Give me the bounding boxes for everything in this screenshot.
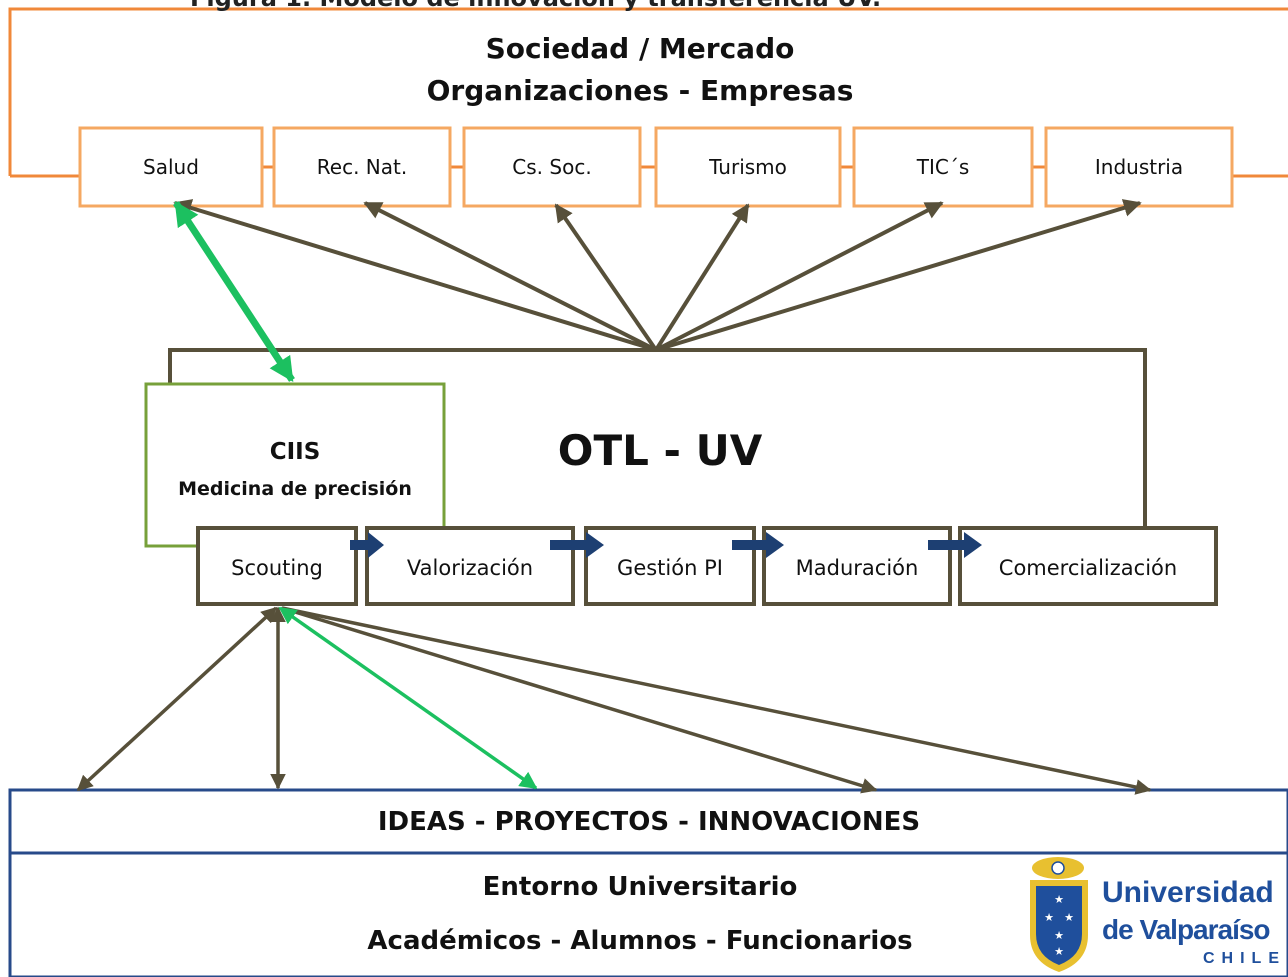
step-scouting: Scouting	[231, 556, 323, 580]
entorno-members: Académicos - Alumnos - Funcionarios	[367, 926, 913, 956]
step-gestion-pi: Gestión PI	[617, 556, 723, 580]
arrow-scouting-bottom-3	[281, 606, 878, 794]
ideas-label: IDEAS - PROYECTOS - INNOVACIONES	[377, 806, 921, 837]
step-flow-arrows	[350, 532, 982, 558]
sector-industria: Industria	[1094, 155, 1184, 179]
otl-frame	[168, 348, 1147, 526]
sector-turismo: Turismo	[709, 155, 787, 179]
step-arrow-4	[928, 532, 982, 558]
svg-text:★: ★	[1054, 893, 1064, 906]
arrow-hub-cs-soc	[554, 203, 658, 352]
arrow-hub-tics	[655, 201, 944, 352]
step-arrow-1	[350, 532, 384, 558]
step-box-valorizacion	[365, 526, 575, 606]
market-subtitle: Organizaciones - Empresas	[426, 73, 854, 107]
entorno-title: Entorno Universitario	[482, 872, 798, 902]
sector-box-rec-nat	[272, 126, 452, 208]
svg-text:★: ★	[1054, 945, 1064, 958]
arrow-salud-ciis	[173, 200, 295, 383]
sector-boxes	[78, 126, 1234, 208]
step-maduracion: Maduración	[795, 556, 919, 580]
arrow-hub-rec-nat	[363, 201, 657, 352]
sector-box-tics	[852, 126, 1034, 208]
step-comercializacion: Comercialización	[998, 556, 1178, 580]
hub-to-sector-arrows	[173, 199, 1142, 352]
step-box-gestion-pi	[584, 526, 756, 606]
svg-text:★: ★	[1054, 929, 1064, 942]
arrow-hub-salud	[173, 199, 657, 352]
svg-text:★: ★	[1064, 911, 1074, 924]
arrow-hub-turismo	[654, 203, 750, 352]
logo-text-chile: CHILE	[1203, 950, 1286, 967]
logo-shield-blue	[1036, 886, 1082, 965]
sector-cs-soc: Cs. Soc.	[512, 155, 592, 179]
sector-box-cs-soc	[462, 126, 642, 208]
ciis-box	[144, 382, 446, 548]
market-frame	[8, 7, 1288, 176]
arrow-scouting-bottom-1	[76, 606, 278, 792]
arrow-scouting-ideas-green	[278, 606, 538, 790]
svg-text:★: ★	[1044, 911, 1054, 924]
logo-text-universidad: Universidad	[1102, 876, 1274, 909]
figure-caption: Figura 1. Modelo de innovación y transfe…	[190, 0, 881, 12]
step-arrow-2	[550, 532, 604, 558]
university-logo-shield: ★ ★ ★ ★ ★	[1030, 857, 1088, 972]
sector-rec-nat: Rec. Nat.	[316, 155, 408, 179]
ciis-title: CIIS	[269, 439, 321, 465]
arrow-hub-industria	[655, 199, 1142, 352]
otl-step-boxes	[196, 526, 1218, 606]
ideas-box	[8, 788, 1288, 855]
logo-text-valparaiso: de Valparaíso	[1102, 914, 1271, 945]
step-box-comercializacion	[958, 526, 1218, 606]
sector-salud: Salud	[143, 155, 199, 179]
scouting-to-bottom-arrows	[76, 606, 1152, 795]
sector-box-salud	[78, 126, 264, 208]
step-valorizacion: Valorización	[406, 556, 534, 580]
sector-box-turismo	[654, 126, 842, 208]
sector-tics: TIC´s	[916, 155, 970, 179]
otl-title: OTL - UV	[557, 425, 763, 475]
ciis-subtitle: Medicina de precisión	[178, 478, 412, 500]
sector-box-industria	[1044, 126, 1234, 208]
step-box-scouting	[196, 526, 358, 606]
step-arrow-3	[732, 532, 784, 558]
market-title: Sociedad / Mercado	[485, 31, 795, 65]
step-box-maduracion	[762, 526, 952, 606]
